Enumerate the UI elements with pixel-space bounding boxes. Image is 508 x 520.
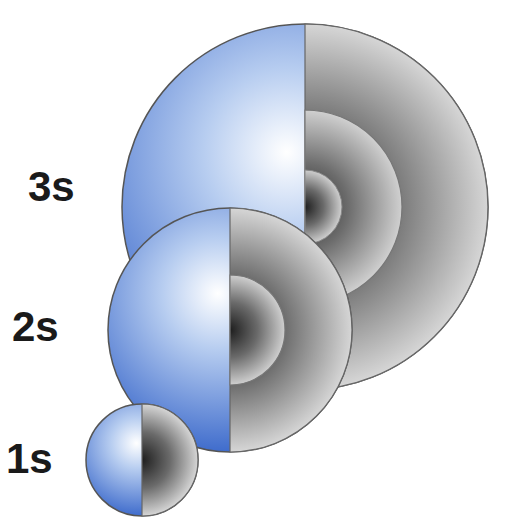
sphere-1s	[86, 404, 198, 516]
orbital-label: 3s	[28, 166, 75, 208]
orbital-label: 1s	[6, 438, 53, 480]
orbital-label: 2s	[12, 306, 59, 348]
